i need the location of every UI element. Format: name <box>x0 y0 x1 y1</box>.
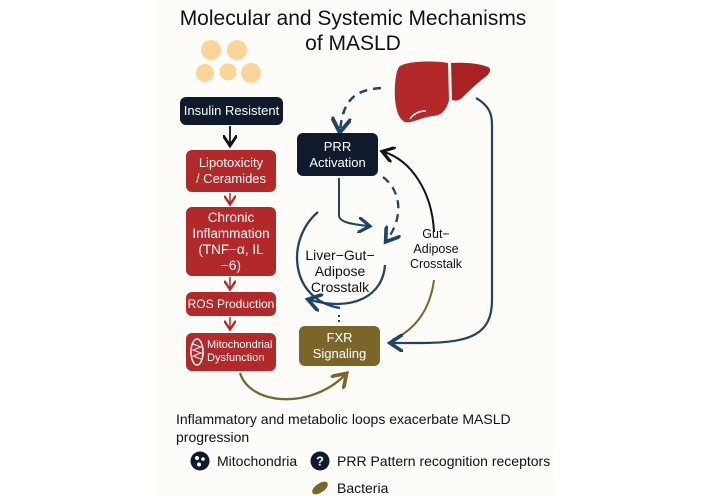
inflam-label-3: (TNF−α, IL <box>198 241 264 257</box>
legend-mitochondria: Mitochondria <box>190 451 297 471</box>
inflam-label-1: Chronic <box>207 209 255 225</box>
caption-line-2: progression <box>176 429 250 445</box>
loop-circle-bottom <box>310 264 387 304</box>
legend-mitochondria-label: Mitochondria <box>217 453 298 469</box>
lipotox-label-1: Lipotoxicity <box>198 155 264 170</box>
title-line-1: Molecular and Systemic Mechanisms <box>179 7 527 30</box>
fxr-label-2: Signaling <box>312 346 367 361</box>
lipotoxicity-box: Lipotoxicity/ Ceramides <box>186 150 276 192</box>
inflam-label-4: −6) <box>221 257 241 273</box>
diagram-title: Molecular and Systemic Mechanisms of MAS… <box>0 6 706 56</box>
ros-production-box: ROS Production <box>186 292 276 316</box>
mito-label-2: Dysfunction <box>207 352 265 364</box>
fxr-label-1: FXR <box>326 330 353 345</box>
loop-label-2: Adipose <box>314 263 366 279</box>
gut-label-2: Adipose <box>413 242 459 256</box>
insulin-label: Insulin Resistent <box>183 103 280 118</box>
legend-bacteria-label: Bacteria <box>337 480 389 496</box>
legend-prr: ? PRR Pattern recognition receptors <box>310 451 550 471</box>
title-line-2: of MASLD <box>305 32 401 55</box>
liver-gut-adipose-crosstalk-label: Liver−Gut− Adipose Crosstalk <box>298 247 382 295</box>
legend-bacteria: Bacteria <box>310 478 388 498</box>
lipotox-label-2: / Ceramides <box>195 171 267 186</box>
ros-label: ROS Production <box>187 297 275 311</box>
caption-line-1: Inflammatory and metabolic loops exacerb… <box>176 411 511 427</box>
legend-prr-label: PRR Pattern recognition receptors <box>337 453 551 469</box>
caption: Inflammatory and metabolic loops exacerb… <box>176 410 556 446</box>
arrow-liver-fxr <box>392 97 494 343</box>
mitochondria-icon <box>190 451 210 471</box>
bacteria-icon <box>312 481 328 495</box>
gut-label-1: Gut− <box>422 227 450 241</box>
question-icon: ? <box>310 451 330 471</box>
insulin-resistant-box: Insulin Resistent <box>180 97 283 125</box>
inflam-label-2: Inflammation <box>192 225 270 241</box>
arrow-prr-loop <box>338 178 368 226</box>
gut-label-3: Crosstalk <box>409 257 463 271</box>
dashed-arrow-prr-loop <box>382 176 398 240</box>
arrow-gut-fxr <box>391 279 435 341</box>
arrow-gut-prr <box>384 152 435 233</box>
arrow-mito-fxr <box>238 373 345 401</box>
mitochondria-icon <box>190 338 204 366</box>
mito-label-1: Mitochondrial <box>207 339 273 351</box>
loop-label-3: Crosstalk <box>310 279 370 295</box>
prr-label-2: Activation <box>309 154 366 170</box>
gut-adipose-crosstalk-label: Gut− Adipose Crosstalk <box>404 227 468 272</box>
loop-label-1: Liver−Gut− <box>305 247 375 263</box>
prr-label-1: PRR <box>323 138 352 154</box>
svg-text:?: ? <box>316 454 324 469</box>
dashed-arrow-liver-prr <box>340 86 382 130</box>
